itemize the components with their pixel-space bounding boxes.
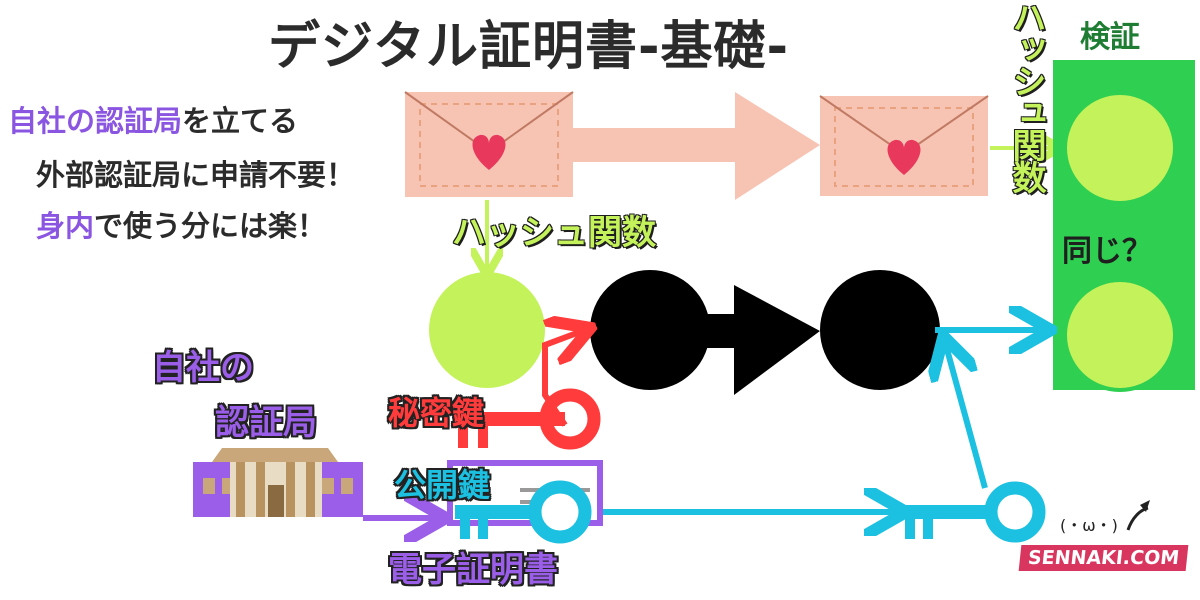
key-icon xyxy=(455,388,601,450)
building-icon xyxy=(193,448,363,517)
verify-label: 検証 xyxy=(1080,20,1140,55)
note-line-3: 身内で使う分には楽！ xyxy=(36,203,326,245)
page-title: デジタル証明書-基礎- xyxy=(268,17,790,77)
hash-compare-circle-top xyxy=(1063,91,1177,205)
digital-certificate-label: 電子証明書 xyxy=(388,550,558,590)
hash-function-label: ハッシュ関数 xyxy=(451,212,657,254)
own-ca-label-line2: 認証局 xyxy=(215,403,317,443)
key-icon xyxy=(900,481,1046,543)
envelope-heart-icon xyxy=(819,95,989,196)
note-line-2: 外部認証局に申請不要！ xyxy=(36,158,356,192)
note-line-3-rest: で使う分には楽！ xyxy=(94,209,327,243)
private-key-label: 秘密鍵 xyxy=(388,394,485,432)
decrypted-circle xyxy=(820,270,940,390)
note-line-1-rest: を立てる xyxy=(182,104,299,138)
black-arrow-icon xyxy=(704,285,820,395)
public-key-label: 公開鍵 xyxy=(394,466,491,504)
own-ca-label-line1: 自社の xyxy=(152,348,254,388)
brand-badge: SENNAKI.COM xyxy=(1018,545,1189,571)
mascot-icon xyxy=(1126,500,1150,531)
hash-function-vertical-label: ハッシュ関数 xyxy=(1005,0,1047,193)
note-line-1: 自社の認証局を立てる xyxy=(8,98,298,140)
pink-arrow-icon xyxy=(570,92,820,200)
arrow-icon xyxy=(945,342,988,489)
key-icon xyxy=(455,480,592,544)
encrypted-circle xyxy=(590,270,710,390)
note-line-1-highlight: 自社の認証局 xyxy=(8,104,183,138)
same-label: 同じ？ xyxy=(1062,234,1152,269)
arrow-icon xyxy=(542,330,585,427)
note-line-3-highlight: 身内 xyxy=(36,209,95,243)
mascot-face: (・ω・) xyxy=(1060,516,1118,535)
hash-compare-circle-bottom xyxy=(1063,278,1177,392)
hash-value-circle xyxy=(429,272,545,388)
envelope-heart-icon xyxy=(404,91,574,197)
